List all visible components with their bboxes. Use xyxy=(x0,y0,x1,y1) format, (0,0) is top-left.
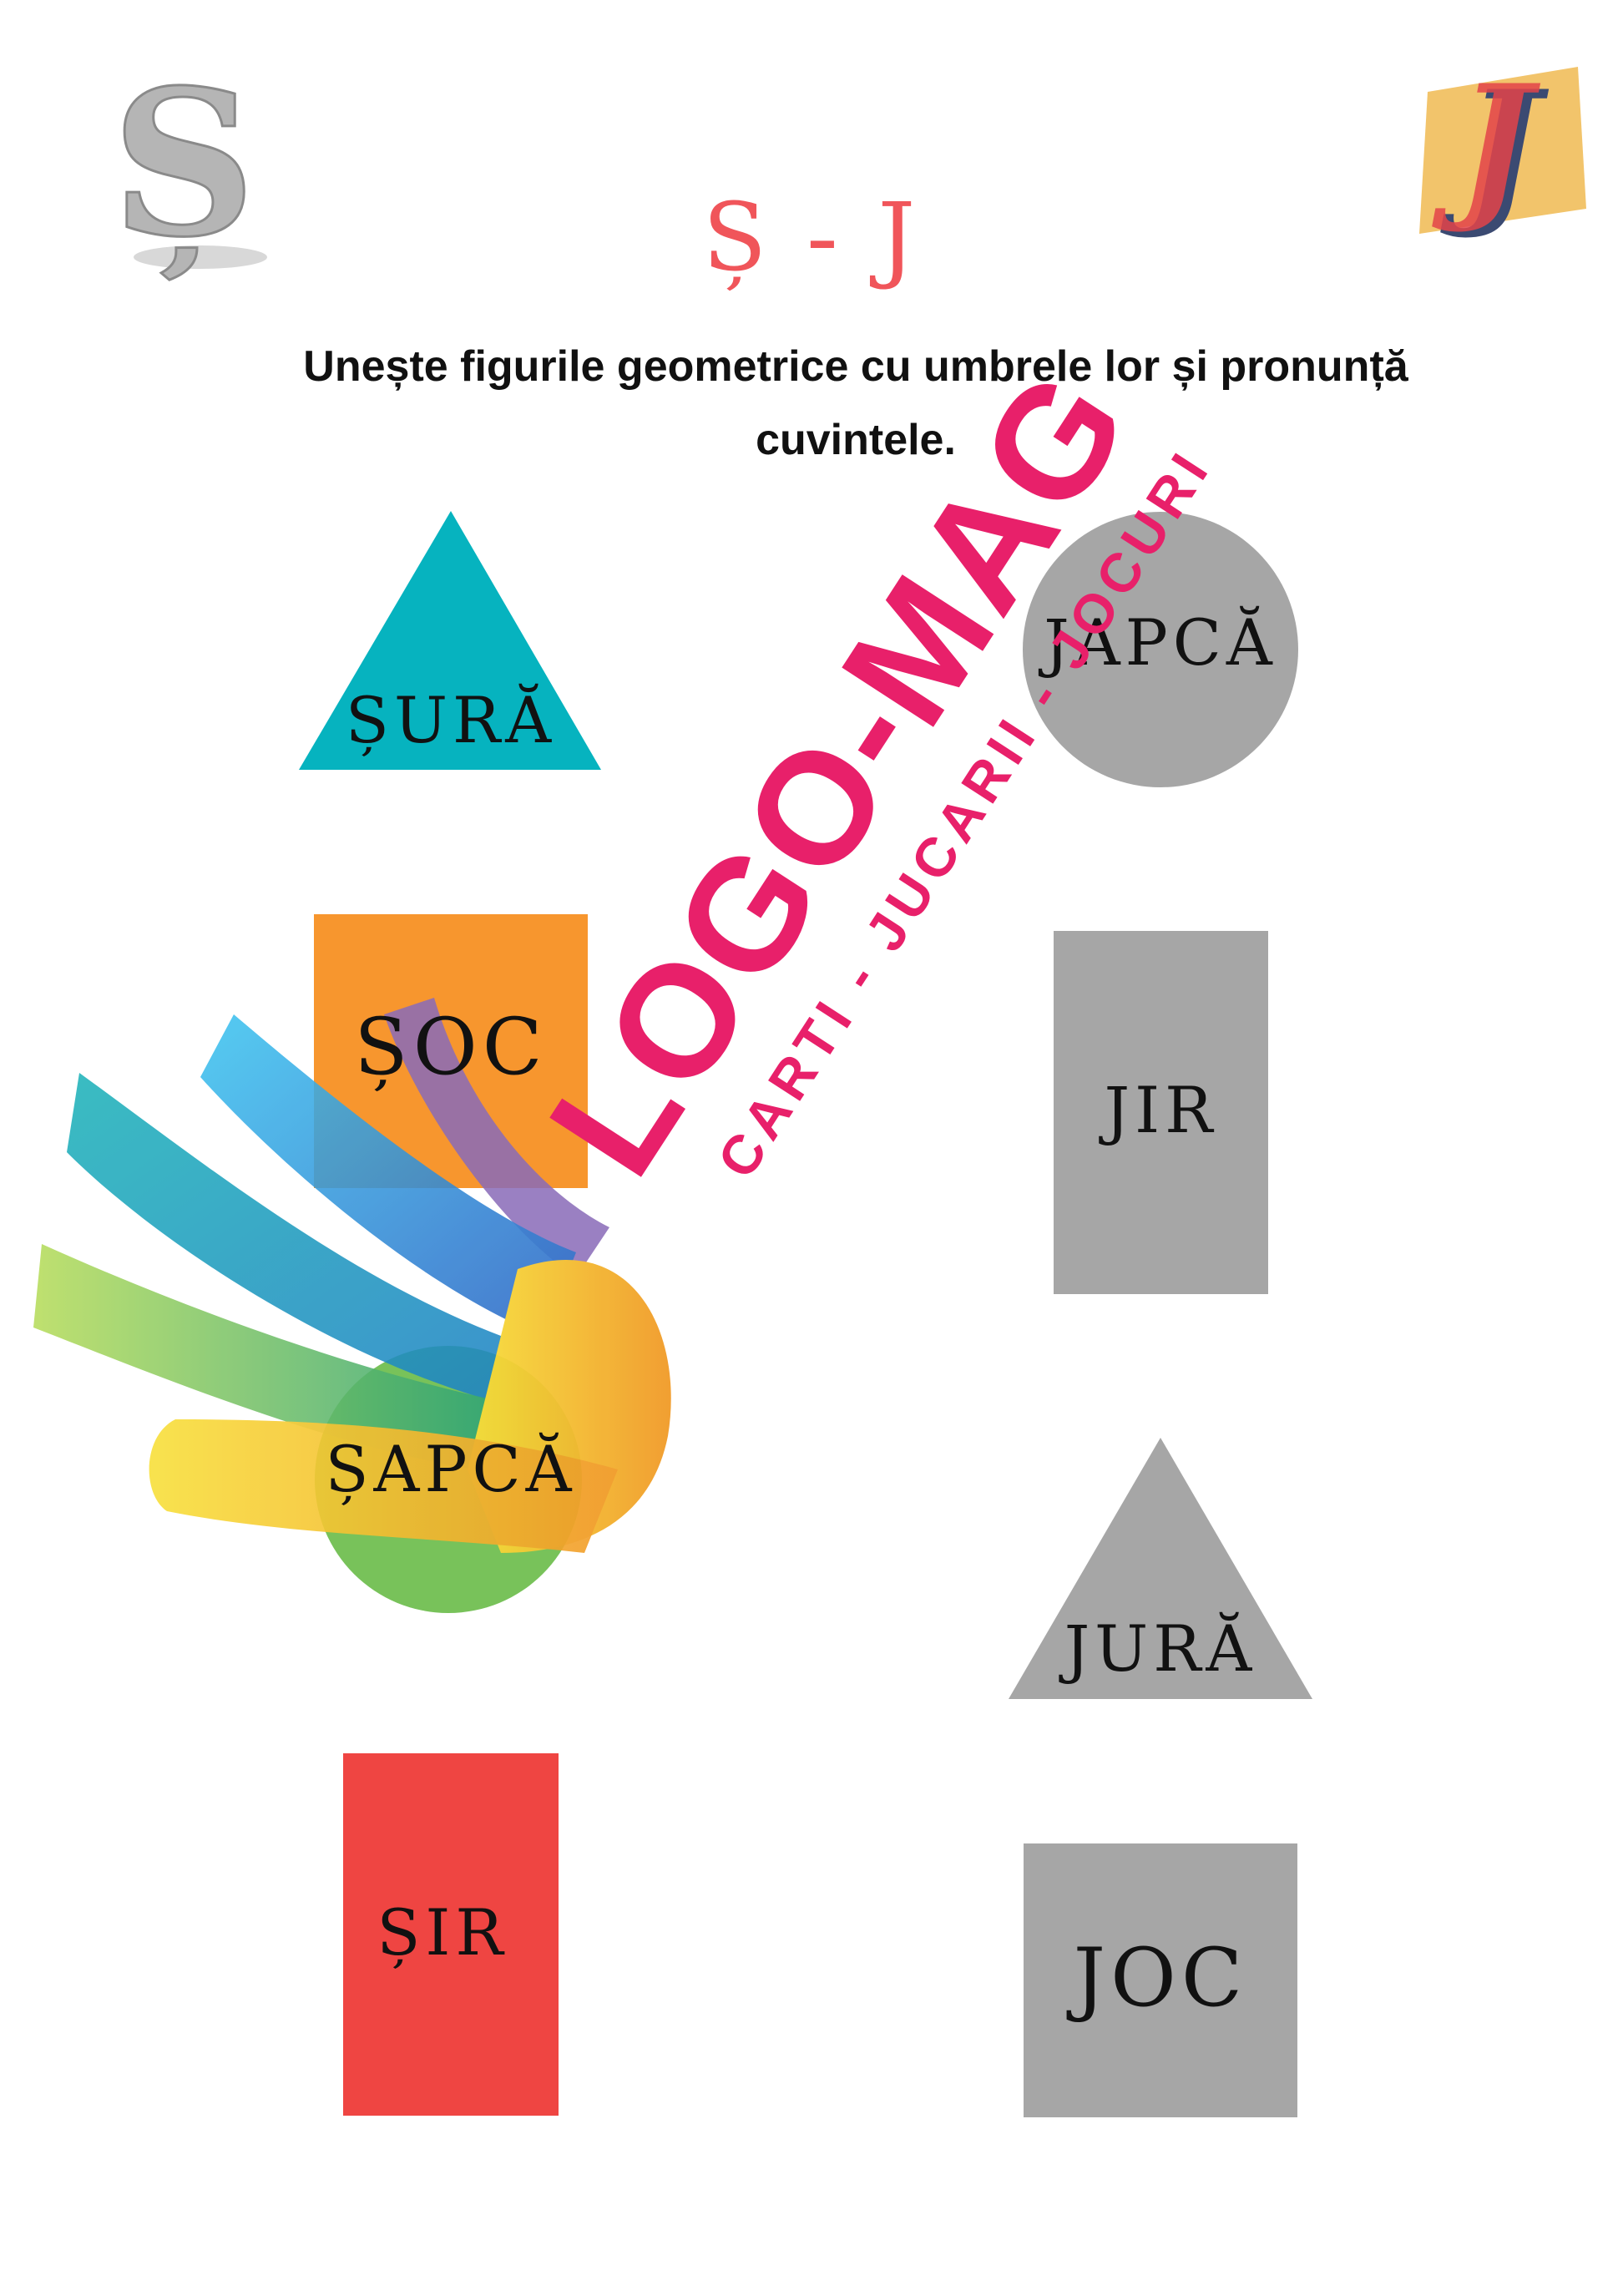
square-shape-gray xyxy=(1024,1843,1297,2117)
watermark-brand: LOGO-MAG xyxy=(516,339,1164,1204)
rectangle-shape-gray xyxy=(1054,931,1268,1294)
triangle-shape-teal xyxy=(299,511,601,770)
letter-s-3d-image: Ș xyxy=(100,45,267,284)
rectangle-shape-red xyxy=(343,1753,559,2116)
word-sir: ȘIR xyxy=(377,1895,508,1970)
instruction-text: Unește figurile geometrice cu umbrele lo… xyxy=(303,342,1408,464)
page-title: Ș - J xyxy=(702,184,921,292)
word-jura: JURĂ xyxy=(1064,1611,1257,1686)
triangle-shape-gray xyxy=(1009,1438,1312,1699)
word-jir: JIR xyxy=(1104,1073,1218,1147)
letter-j-sticker-image: J J xyxy=(1411,50,1595,242)
word-soc: ȘOC xyxy=(354,1002,548,1093)
word-joc: JOC xyxy=(1073,1931,1248,2025)
word-sapca: ȘAPCĂ xyxy=(325,1432,577,1506)
word-japca: JAPCĂ xyxy=(1044,605,1277,680)
letter-s-glyph: Ș xyxy=(111,67,255,281)
word-sura: ȘURĂ xyxy=(345,683,557,757)
circle-shape-gray xyxy=(1023,512,1298,787)
